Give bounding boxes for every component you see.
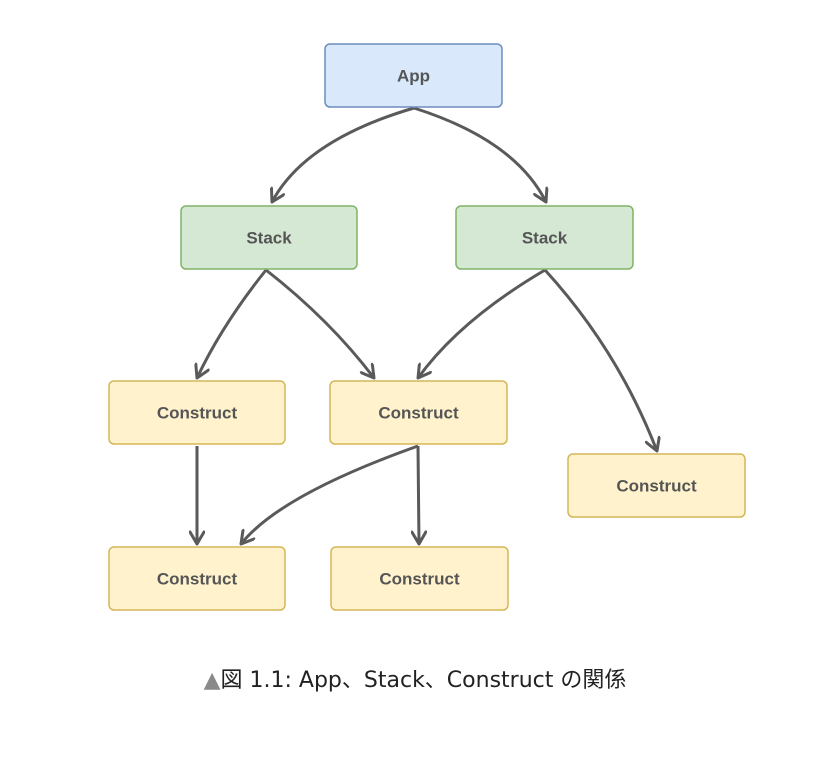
- figure-caption: ▲図 1.1: App、Stack、Construct の関係: [0, 662, 830, 694]
- node-construct-2-label: Construct: [378, 404, 459, 423]
- hierarchy-diagram: App Stack Stack Construct Construct Cons…: [108, 43, 746, 611]
- edges-layer: [197, 106, 657, 544]
- node-stack-right: Stack: [455, 205, 634, 270]
- caption-text: 図 1.1: App、Stack、Construct の関係: [220, 668, 627, 693]
- edge-construct-2-to-construct-4: [241, 444, 419, 544]
- node-construct-4: Construct: [108, 546, 286, 611]
- edge-stack-right-to-construct-2: [418, 268, 546, 378]
- node-stack-right-label: Stack: [522, 229, 568, 248]
- edge-app-to-stack-left: [272, 106, 415, 202]
- node-construct-4-label: Construct: [157, 570, 238, 589]
- node-app: App: [324, 43, 503, 108]
- node-app-label: App: [397, 67, 430, 86]
- node-construct-1: Construct: [108, 380, 286, 445]
- edge-stack-left-to-construct-2: [265, 268, 374, 378]
- node-construct-2: Construct: [329, 380, 508, 445]
- node-construct-5: Construct: [330, 546, 509, 611]
- edge-app-to-stack-right: [413, 106, 546, 202]
- node-stack-left: Stack: [180, 205, 358, 270]
- node-construct-1-label: Construct: [157, 404, 238, 423]
- node-construct-5-label: Construct: [379, 570, 460, 589]
- caption-triangle-icon: ▲: [203, 668, 221, 693]
- node-construct-3: Construct: [567, 453, 746, 518]
- node-stack-left-label: Stack: [246, 229, 292, 248]
- node-construct-3-label: Construct: [616, 477, 697, 496]
- edge-stack-right-to-construct-3: [543, 268, 657, 451]
- edge-stack-left-to-construct-1: [197, 269, 268, 378]
- edge-construct-2-to-construct-5: [418, 445, 419, 544]
